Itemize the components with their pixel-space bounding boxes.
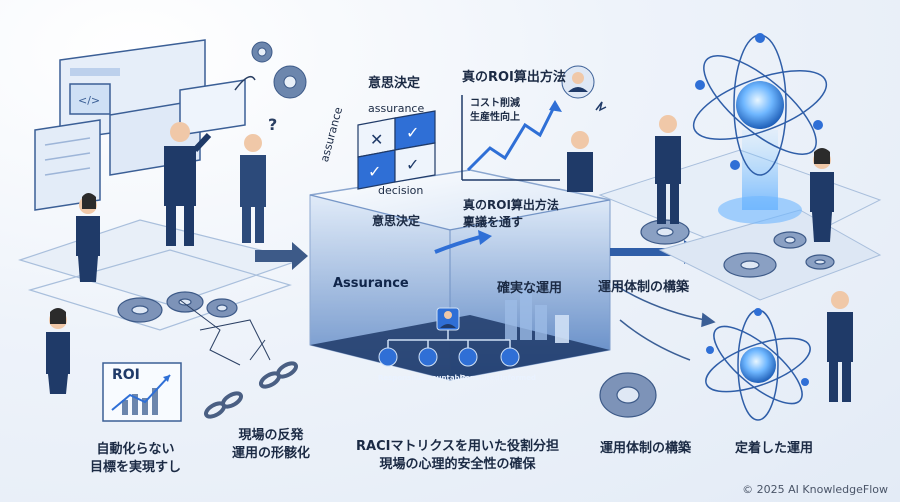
caption-col2-line2: 運用の形骸化 [232, 446, 311, 461]
arrow-left-to-center [255, 242, 308, 270]
svg-text:✓: ✓ [406, 123, 419, 142]
gear-icon [251, 41, 307, 99]
matrix-top-label: assurance [368, 102, 425, 115]
person-right-presenter [655, 115, 681, 224]
person-bottom-right [827, 291, 853, 402]
roi-growth-chart [461, 95, 562, 181]
caption-col4: 運用体制の構築 [600, 441, 692, 456]
raci-org-chart [378, 307, 520, 367]
matrix-bottom-label: decision [378, 184, 424, 197]
roi-board-label: ROI [112, 367, 140, 383]
person-arms-crossed [240, 134, 266, 243]
svg-text:</>: </> [78, 94, 100, 107]
flow-arrows [614, 284, 716, 361]
caption-col1-line1: 自動化らない [96, 442, 175, 457]
decision-title: 意思決定 [368, 76, 421, 91]
reliable-ops-label: 確実な運用 [497, 281, 563, 296]
roi-panel-line2: 生産性向上 [470, 112, 520, 123]
svg-text:✓: ✓ [406, 155, 419, 174]
atom-orb-bottom [705, 308, 811, 421]
roi-chart-board [102, 362, 182, 422]
caption-col1: 自動化らない 目標を実現すし [90, 441, 181, 477]
person-avatar-top [561, 65, 595, 99]
arrow-on-cube [434, 230, 492, 254]
decision-matrix: ✕ ✓ ✓ ✓ [357, 110, 436, 190]
roi-panel-line1: コスト削減 [470, 98, 520, 109]
caption-col5: 定着した運用 [735, 441, 814, 456]
caption-col1-line2: 目標を実現すし [90, 460, 182, 475]
copyright-notice: © 2025 AI KnowledgeFlow [742, 483, 888, 496]
caption-col3-line2: 現場の心理的安全性の確保 [379, 457, 536, 472]
gear-bottom-right [599, 372, 657, 418]
thought-arrow [234, 75, 256, 91]
gear-cluster-left [117, 291, 238, 323]
caption-col2-line1: 現場の反発 [238, 428, 304, 443]
atom-orb-top [692, 33, 828, 224]
lightning-icon [595, 101, 607, 112]
person-presenter-center [567, 131, 593, 192]
person-right-woman [810, 148, 834, 242]
ops-structure-label: 運用体制の構築 [598, 280, 690, 295]
svg-text:✕: ✕ [370, 130, 383, 149]
question-mark-icon: ? [268, 115, 277, 134]
caption-col2: 現場の反発 運用の形骸化 [232, 427, 310, 463]
person-woman-left [76, 193, 100, 282]
caption-col3: RACIマトリクスを用いた役割分担 現場の心理的安全性の確保 [356, 438, 559, 474]
roi-panel-subtitle1: 真のROI算出方法 [463, 198, 559, 212]
broken-chain-icon [203, 361, 299, 419]
crack-lines [179, 299, 271, 366]
role-informed: Informed [500, 374, 536, 382]
decision-label: 意思決定 [372, 214, 421, 228]
role-responsible: Responsible [378, 374, 426, 382]
svg-text:✓: ✓ [368, 162, 381, 181]
person-woman-bottom-left [46, 308, 70, 394]
roi-panel-subtitle2: 稟議を通す [463, 215, 524, 229]
center-cube [309, 169, 611, 381]
person-thinking [164, 122, 212, 246]
monitor-windows: </> [34, 39, 246, 211]
caption-col3-line1: RACIマトリクスを用いた役割分担 [356, 439, 560, 454]
assurance-label: Assurance [333, 276, 409, 291]
role-accountable: Accountable [418, 374, 467, 382]
roi-panel-title: 真のROI算出方法 [462, 70, 566, 85]
role-consulted: Consulted [460, 374, 500, 382]
